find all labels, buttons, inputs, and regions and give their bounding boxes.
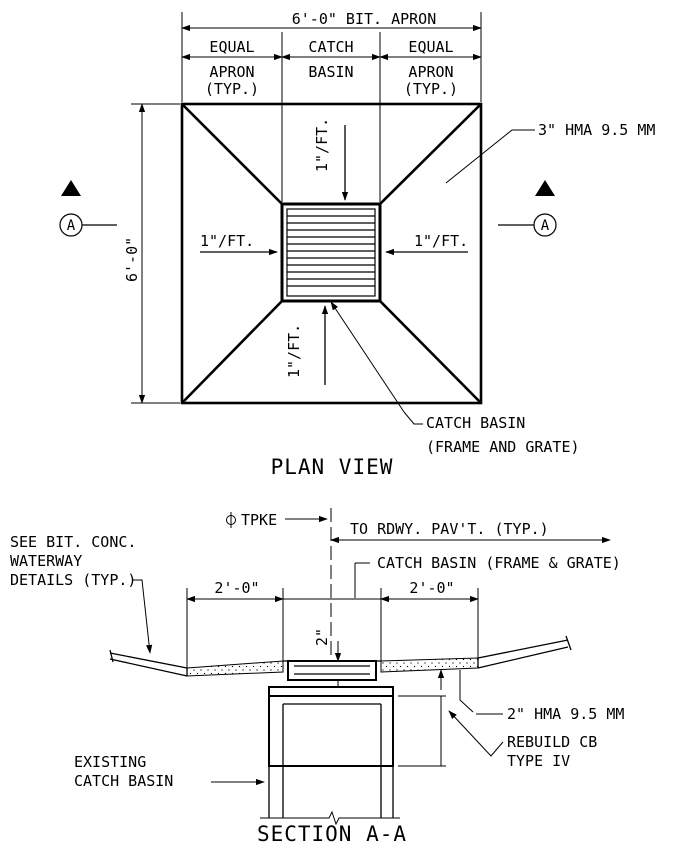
waterway-right-bottom: [477, 646, 569, 669]
waterway-right-top: [477, 639, 569, 659]
frame-casting: [287, 660, 377, 681]
apron-diagonal: [181, 103, 283, 205]
plan-view: 6'-0" BIT. APRON EQUAL APRON (TYP.) CATC…: [59, 10, 655, 479]
height-label: 6'-0": [123, 237, 141, 282]
right-apron-top-label: EQUAL: [408, 38, 453, 56]
overall-width-label: 6'-0" BIT. APRON: [292, 10, 437, 28]
section-marker-right: A: [498, 180, 557, 237]
left-2ft-label: 2'-0": [214, 579, 259, 597]
slope-left-label: 1"/FT.: [200, 232, 254, 250]
hma-leader: [459, 670, 474, 713]
catch-basin-leader: [403, 411, 423, 425]
waterway-label-line3: DETAILS (TYP.): [10, 571, 136, 589]
rebuild-label-line2: TYPE IV: [507, 752, 570, 770]
waterway-left-bottom: [109, 658, 188, 677]
centerline-symbol: [226, 512, 236, 528]
waterway-left-top: [109, 652, 188, 669]
rebuild-leader: [448, 710, 504, 757]
right-2ft-label: 2'-0": [409, 579, 454, 597]
plan-view-title: PLAN VIEW: [271, 455, 394, 479]
basin-top-label: CATCH: [308, 38, 353, 56]
slope-right-label: 1"/FT.: [414, 232, 468, 250]
rebuild-label-line1: REBUILD CB: [507, 733, 597, 751]
hma-leader: [445, 129, 535, 184]
waterway-label-line2: WATERWAY: [10, 552, 82, 570]
catch-basin-callout-line2: (FRAME AND GRATE): [426, 438, 580, 456]
catch-basin-leader: [330, 301, 405, 413]
section-view: TPKE TO RDWY. PAV'T. (TYP.) CATCH BASIN …: [10, 508, 624, 845]
svg-text:A: A: [67, 218, 76, 234]
rebuilt-section: [268, 695, 394, 767]
break-line: [109, 649, 114, 663]
hma-callout: 3" HMA 9.5 MM: [538, 121, 655, 139]
break-line: [260, 810, 400, 826]
slope-bottom-label: 1"/FT.: [285, 324, 303, 378]
left-apron-typ-label: (TYP.): [205, 80, 259, 98]
left-apron-bottom-label: APRON: [209, 63, 254, 81]
apron-diagonal: [379, 103, 482, 205]
frame-grate-label: CATCH BASIN (FRAME & GRATE): [377, 554, 621, 572]
depth-label: 2": [313, 628, 331, 646]
right-apron-hma: [380, 657, 479, 673]
existing-label-line2: CATCH BASIN: [74, 772, 173, 790]
right-apron-bottom-label: APRON: [408, 63, 453, 81]
section-title: SECTION A-A: [257, 822, 407, 845]
right-apron-typ-label: (TYP.): [404, 80, 458, 98]
basin-bottom-label: BASIN: [308, 63, 353, 81]
apron-diagonal: [181, 300, 283, 404]
section-marker-left: A: [59, 180, 117, 237]
waterway-label-line1: SEE BIT. CONC.: [10, 533, 136, 551]
top-slab: [268, 686, 394, 697]
catch-basin-grate: [280, 202, 382, 303]
svg-text:A: A: [541, 218, 550, 234]
apron-square: [180, 102, 483, 405]
slope-top-label: 1"/FT.: [313, 118, 331, 172]
apron-diagonal: [379, 300, 482, 404]
left-apron-top-label: EQUAL: [209, 38, 254, 56]
section-hma-label: 2" HMA 9.5 MM: [507, 705, 624, 723]
centerline-label: TPKE: [241, 511, 277, 529]
roadway-label: TO RDWY. PAV'T. (TYP.): [350, 520, 549, 538]
break-line: [565, 635, 572, 651]
waterway-leader: [132, 579, 153, 654]
existing-label-line1: EXISTING: [74, 753, 146, 771]
catch-basin-callout-line1: CATCH BASIN: [426, 414, 525, 432]
left-apron-hma: [186, 660, 284, 677]
